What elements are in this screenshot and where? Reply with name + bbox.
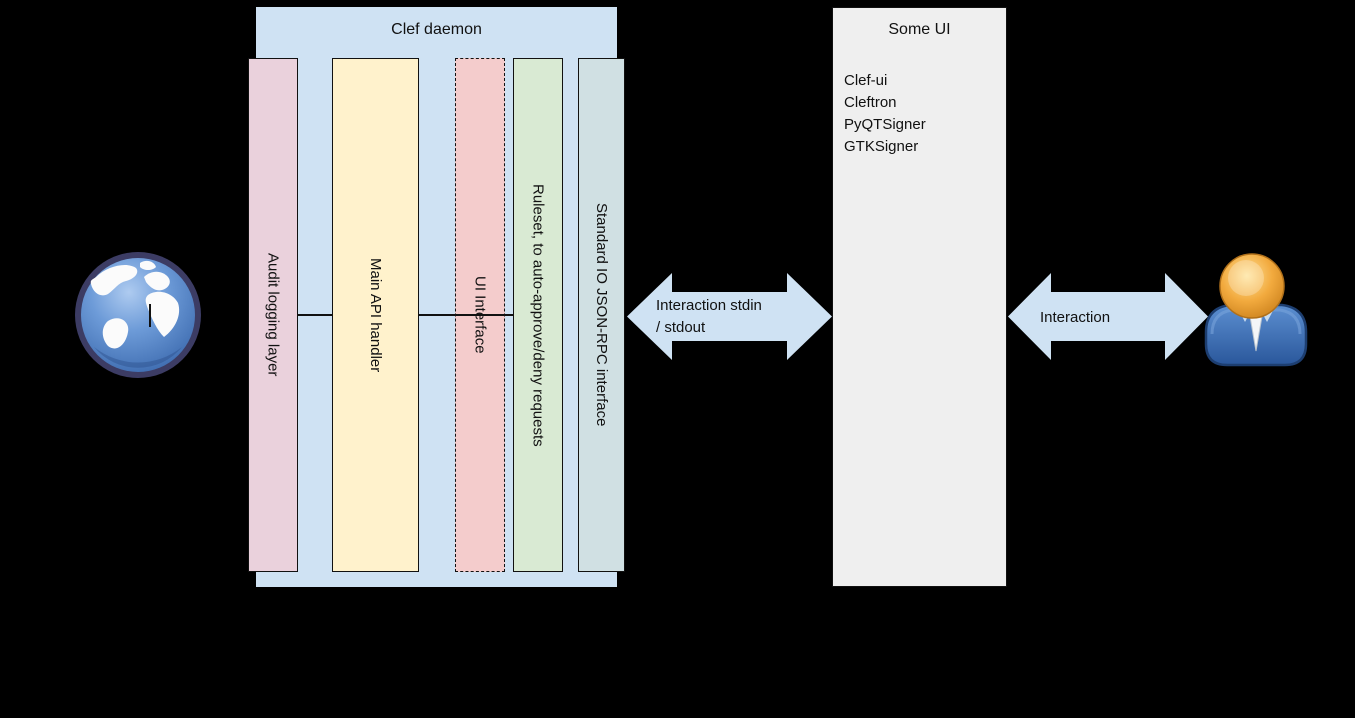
layer-ruleset-label: Ruleset, to auto-approve/deny requests [529, 183, 547, 447]
stdin-stdout-arrow-label: Interaction stdin / stdout [656, 295, 762, 339]
layer-audit-logging: Audit logging layer [248, 58, 298, 572]
some-ui-title: Some UI [888, 21, 951, 38]
some-ui-item: Cleftron [844, 94, 897, 111]
user-person-icon [1204, 253, 1308, 367]
some-ui-item: PyQTSigner [844, 116, 926, 133]
layer-audit-logging-label: Audit logging layer [264, 253, 282, 377]
clef-daemon-title: Clef daemon [391, 21, 482, 38]
layer-stdio-jsonrpc-label: Standard IO JSON-RPC interface [593, 203, 610, 427]
stdin-stdout-arrow-label-line1: Interaction stdin [656, 297, 762, 314]
stdin-stdout-arrow [627, 273, 832, 360]
user-interaction-arrow-label: Interaction [1040, 309, 1111, 326]
layer-main-api-handler: Main API handler [332, 58, 419, 572]
layer-ruleset: Ruleset, to auto-approve/deny requests [513, 58, 563, 572]
some-ui-list: Clef-ui Cleftron PyQTSigner GTKSigner [844, 70, 926, 158]
layer-stdio-jsonrpc: Standard IO JSON-RPC interface [578, 58, 625, 572]
stdin-stdout-arrow-label-line2: / stdout [656, 319, 706, 336]
connector-tick [149, 304, 151, 327]
user-interaction-arrow [1008, 273, 1208, 360]
some-ui-item: Clef-ui [844, 72, 888, 89]
some-ui-box: Some UI Clef-ui Cleftron PyQTSigner GTKS… [832, 7, 1007, 587]
some-ui-item: GTKSigner [844, 138, 919, 155]
globe-network-icon [75, 252, 201, 378]
layer-main-api-handler-label: Main API handler [367, 257, 384, 373]
connector-line [298, 314, 332, 316]
connector-line [419, 314, 513, 316]
